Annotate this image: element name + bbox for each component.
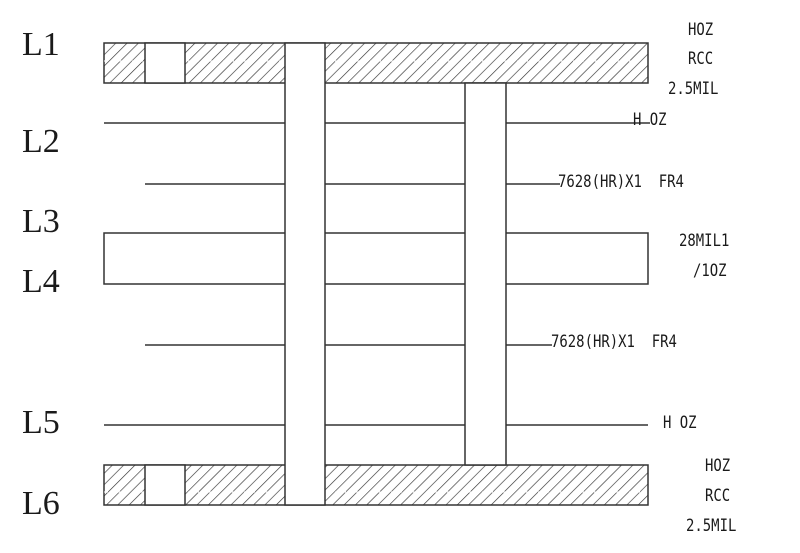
- bottom-rcc-material-note: RCC: [705, 486, 731, 506]
- layer-label-l1: L1: [22, 26, 60, 63]
- bottom-rcc-copper-note: HOZ: [705, 456, 731, 476]
- through-via: [284, 42, 326, 506]
- buried-via: [464, 82, 507, 466]
- prepreg-bottom-note: 7628(HR)X1 FR4: [551, 332, 677, 352]
- top-rcc-thickness-note: 2.5MIL: [668, 79, 719, 99]
- layer-label-l5: L5: [22, 404, 60, 441]
- layer-label-l4: L4: [22, 263, 60, 300]
- top-blind-via: [144, 42, 186, 84]
- top-rcc-material-note: RCC: [688, 49, 714, 69]
- core-thickness-note: 28MIL1: [679, 231, 730, 251]
- l5-copper-note: H OZ: [663, 413, 697, 433]
- prepreg-top-note: 7628(HR)X1 FR4: [558, 172, 684, 192]
- bottom-rcc-thickness-note: 2.5MIL: [686, 516, 737, 536]
- top-rcc-copper-note: HOZ: [688, 20, 714, 40]
- top-rcc-layer: [103, 42, 649, 84]
- layer-label-l3: L3: [22, 203, 60, 240]
- layer-label-l6: L6: [22, 485, 60, 522]
- core-layer: [103, 232, 649, 285]
- layer-label-l2: L2: [22, 123, 60, 160]
- bottom-rcc-layer: [103, 464, 649, 506]
- core-copper-note: /1OZ: [693, 261, 727, 281]
- bottom-blind-via: [144, 464, 186, 506]
- l2-copper-note: H OZ: [633, 110, 667, 130]
